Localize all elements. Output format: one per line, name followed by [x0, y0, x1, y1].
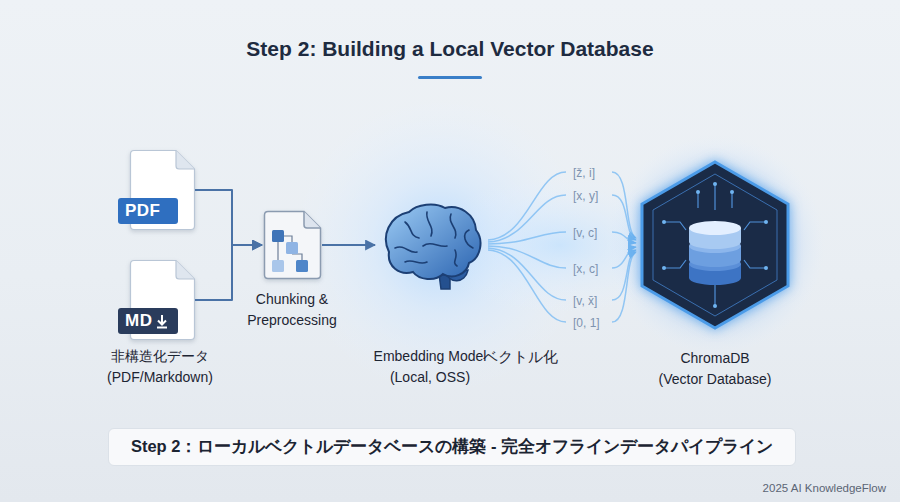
vector-db-hexagon-shape-part	[731, 192, 732, 208]
chunking-icon-shape-part	[265, 212, 321, 279]
chunking-icon-shape-part	[272, 230, 284, 242]
node-caption: ChromaDB (Vector Database)	[657, 348, 773, 390]
vector-db-hexagon-shape-part	[764, 220, 768, 224]
download-icon-part	[157, 326, 167, 328]
vector-db-hexagon-shape-part	[642, 162, 788, 328]
fan-line	[612, 232, 636, 243]
flow-arrow	[485, 244, 640, 247]
embedding-brain: Embedding Model (Local, OSS)	[355, 200, 505, 388]
vector-db-hexagon-shape-part	[714, 184, 715, 210]
vector-db-hexagon-shape-part	[744, 260, 766, 268]
watermark: 2025 AI KnowledgeFlow	[686, 480, 886, 497]
diagram-title: Step 2: Building a Local Vector Database	[0, 37, 900, 61]
fan-line	[612, 195, 636, 240]
flow-arrow	[195, 245, 262, 300]
fan-line	[488, 232, 566, 244]
download-icon-part	[158, 315, 166, 325]
flow-arrow	[322, 244, 375, 246]
embedding-brain-shape-part	[450, 214, 456, 238]
vector-db-hexagon-shape-part	[664, 260, 686, 268]
chunking-icon-shape-part	[304, 212, 321, 229]
chunking-icon-shape-part	[262, 210, 322, 280]
caption-text: Step 2：ローカルベクトルデータベースの構築 - 完全オフラインデータパイプ…	[131, 436, 773, 458]
caption-box: Step 2：ローカルベクトルデータベースの構築 - 完全オフラインデータパイプ…	[108, 428, 796, 466]
embedding-brain-shape-part	[423, 244, 447, 247]
vector-db-hexagon-shape-part	[730, 190, 734, 194]
vector-db-hexagon-shape-part	[697, 192, 698, 208]
file-type-text: MD	[125, 308, 152, 334]
data-source-label: 非構造化データ (PDF/Markdown)	[103, 346, 218, 388]
vector-fan-lines	[488, 172, 636, 322]
vector-db-hexagon-shape	[640, 160, 790, 330]
vector-db-hexagon-shape-part	[662, 220, 666, 224]
file-type-text: PDF	[125, 198, 161, 224]
chunking-icon-shape-part	[296, 260, 308, 272]
vector-db-hexagon-shape-part	[662, 182, 768, 308]
embedding-brain-shape-part	[405, 261, 427, 263]
embedding-brain-shape	[375, 200, 485, 290]
vector-db-hexagon-shape-part	[714, 284, 715, 306]
vector-db-hexagon-shape-part	[664, 222, 686, 230]
edge-label: ベクトル化	[483, 348, 558, 367]
vector-db-hexagon-shape-part	[713, 182, 717, 186]
embedding-brain-shape-part	[386, 205, 481, 280]
vector-db-hexagon-shape-part	[640, 160, 790, 330]
flow-arrow	[195, 190, 262, 245]
chunking-icon-shape	[262, 210, 322, 280]
markdown-file-icon-shape-part	[176, 261, 195, 280]
vector-db-hexagon-shape-part	[662, 266, 666, 270]
vector-value: [ž, i]	[573, 164, 595, 182]
vector-value: [v, c]	[573, 224, 597, 242]
download-icon-part	[156, 314, 168, 329]
node-caption: Embedding Model (Local, OSS)	[355, 346, 505, 388]
fan-line	[488, 172, 566, 240]
fan-line	[488, 248, 566, 300]
fan-line	[488, 246, 566, 268]
embedding-brain-shape-part	[405, 222, 419, 238]
download-icon	[156, 314, 168, 329]
fan-line	[488, 195, 566, 242]
vector-value: [0, 1]	[573, 314, 600, 332]
pdf-file-icon: PDF	[118, 150, 195, 230]
pdf-file-icon-shape: PDF	[118, 150, 195, 230]
fan-line	[488, 250, 566, 322]
chunking-icon-shape-part	[286, 242, 298, 254]
vector-db-hexagon-shape-part	[713, 304, 717, 308]
file-type-badge: PDF	[118, 198, 178, 224]
markdown-file-icon-shape: MD	[118, 260, 195, 340]
title-underline	[418, 76, 482, 79]
embedding-brain-shape-part	[427, 212, 432, 236]
pdf-file-icon-shape-part	[176, 151, 195, 170]
vector-value: [x, c]	[573, 260, 598, 278]
vector-value: [x, y]	[573, 187, 598, 205]
database-glow	[603, 133, 827, 357]
vector-db-hexagon-shape-part	[664, 184, 766, 306]
markdown-file-icon: MD	[118, 260, 195, 340]
vector-db-hexagon: ChromaDB (Vector Database)	[640, 160, 790, 390]
embedding-brain-shape-part	[395, 212, 473, 266]
chunking-icon: Chunking & Preprocessing	[232, 210, 352, 331]
node-caption: Chunking & Preprocessing	[232, 289, 352, 331]
vector-db-hexagon-shape-part	[764, 266, 768, 270]
vector-db-hexagon-shape-part	[696, 190, 700, 194]
embedding-brain-shape-part	[375, 200, 485, 290]
vector-db-hexagon-shape-part	[653, 174, 777, 316]
embedding-brain-shape-part	[465, 230, 473, 248]
file-type-badge: MD	[118, 308, 178, 334]
vector-value: [v, x̄]	[573, 292, 597, 310]
vector-db-hexagon-shape-part	[689, 221, 741, 235]
fan-line	[612, 252, 636, 322]
chunking-icon-shape-part	[272, 260, 284, 272]
vector-db-hexagon-shape-part	[744, 222, 766, 230]
embedding-brain-shape-part	[395, 247, 417, 252]
embedding-brain-shape-part	[455, 250, 457, 266]
